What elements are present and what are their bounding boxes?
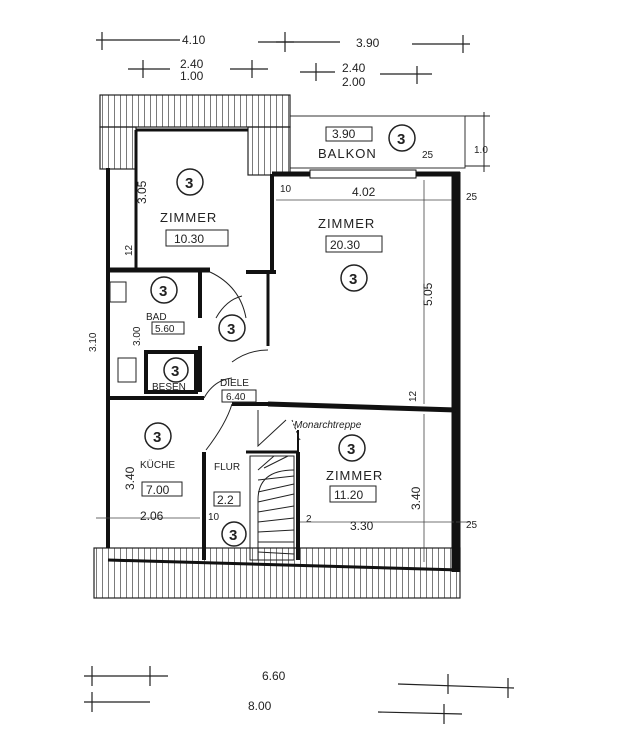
dim-wall-10: 10	[280, 184, 292, 195]
dim-top2-left-b: 1.00	[180, 69, 204, 83]
kueche-area: 7.00	[146, 483, 170, 497]
zimmer-low-unit: 3	[347, 441, 355, 458]
dim-wall-12-left: 12	[124, 244, 135, 256]
dim-bottom-a: 6.60	[262, 669, 286, 683]
walls	[106, 128, 461, 572]
room-bad: 3 BAD 5.60	[109, 276, 185, 383]
balkon-unit: 3	[397, 131, 405, 148]
besen-unit: 3	[171, 363, 179, 380]
dim-flur-10: 10	[208, 512, 220, 523]
dim-zimmer-left-height: 3.05	[135, 180, 149, 204]
dim-top2-right-a: 2.40	[342, 61, 366, 75]
inner-dimension-lines	[96, 180, 470, 562]
room-zimmer-low: 3 ZIMMER 11.20	[326, 434, 383, 503]
zimmer-left-label: ZIMMER	[160, 210, 217, 225]
diele-unit: 3	[227, 321, 235, 338]
zimmer-low-area: 11.20	[334, 488, 363, 502]
flur-area: 2.2	[217, 493, 234, 507]
dim-right-25-bottom: 25	[466, 520, 478, 531]
diele-area: 6.40	[226, 392, 246, 403]
room-flur: FLUR 2.2 3	[213, 462, 247, 547]
dim-kueche-width: 2.06	[140, 509, 164, 523]
dim-zimmer-low-height: 3.40	[409, 486, 423, 510]
flur-label: FLUR	[214, 462, 240, 473]
dim-top-right: 3.90	[356, 36, 380, 50]
stair-monarchtreppe	[249, 419, 301, 561]
dim-zimmer-low-width: 3.30	[350, 519, 374, 533]
dim-top2-right-b: 2.00	[342, 75, 366, 89]
balkon-label: BALKON	[318, 146, 377, 161]
zimmer-left-area: 10.30	[174, 232, 204, 246]
dim-top2-left-a: 2.40	[180, 57, 204, 71]
bad-unit: 3	[159, 283, 167, 300]
flur-unit: 3	[229, 527, 237, 544]
dim-top-left: 4.10	[182, 33, 206, 47]
roof-hatching	[93, 94, 461, 599]
top-dimension-lines	[96, 32, 470, 84]
room-besen: 3 BESEN	[152, 357, 189, 393]
zimmer-big-area: 20.30	[330, 238, 360, 252]
stair-label: Monarchtreppe	[294, 420, 362, 431]
dim-wall-12-mid: 12	[408, 390, 419, 402]
kueche-label: KÜCHE	[140, 459, 175, 471]
besen-label: BESEN	[152, 382, 186, 393]
dim-zimmer-big-height: 5.05	[421, 282, 435, 306]
dim-balkon-25: 25	[422, 150, 434, 161]
balkon: 3.90 3 BALKON 1.0 25	[289, 112, 490, 172]
diele-label: DIELE	[220, 378, 249, 389]
zimmer-big-label: ZIMMER	[318, 216, 375, 231]
room-zimmer-left: 3 ZIMMER 10.30	[160, 168, 229, 247]
bad-label: BAD	[146, 312, 167, 323]
dim-kueche-height: 3.40	[123, 466, 137, 490]
bottom-dimension-lines	[84, 666, 515, 724]
bad-area: 5.60	[155, 324, 175, 335]
kueche-unit: 3	[153, 429, 161, 446]
door-swings	[203, 271, 287, 451]
dim-bad-height: 3.00	[132, 326, 143, 346]
dim-right-25-top: 25	[466, 192, 478, 203]
room-diele: 3 DIELE 6.40	[218, 314, 257, 403]
room-kueche: 3 KÜCHE 7.00	[140, 422, 183, 497]
zimmer-left-unit: 3	[185, 175, 193, 192]
balkon-area: 3.90	[332, 127, 356, 141]
zimmer-low-label: ZIMMER	[326, 468, 383, 483]
dim-bottom-b: 8.00	[248, 699, 272, 713]
dim-left-edge: 3.10	[88, 332, 99, 352]
room-zimmer-big: ZIMMER 20.30 3	[318, 216, 383, 292]
dim-balkon-side: 1.0	[474, 145, 488, 156]
dim-zimmer-big-width: 4.02	[352, 185, 376, 199]
zimmer-big-unit: 3	[349, 271, 357, 288]
dim-flur-2: 2	[306, 514, 312, 525]
